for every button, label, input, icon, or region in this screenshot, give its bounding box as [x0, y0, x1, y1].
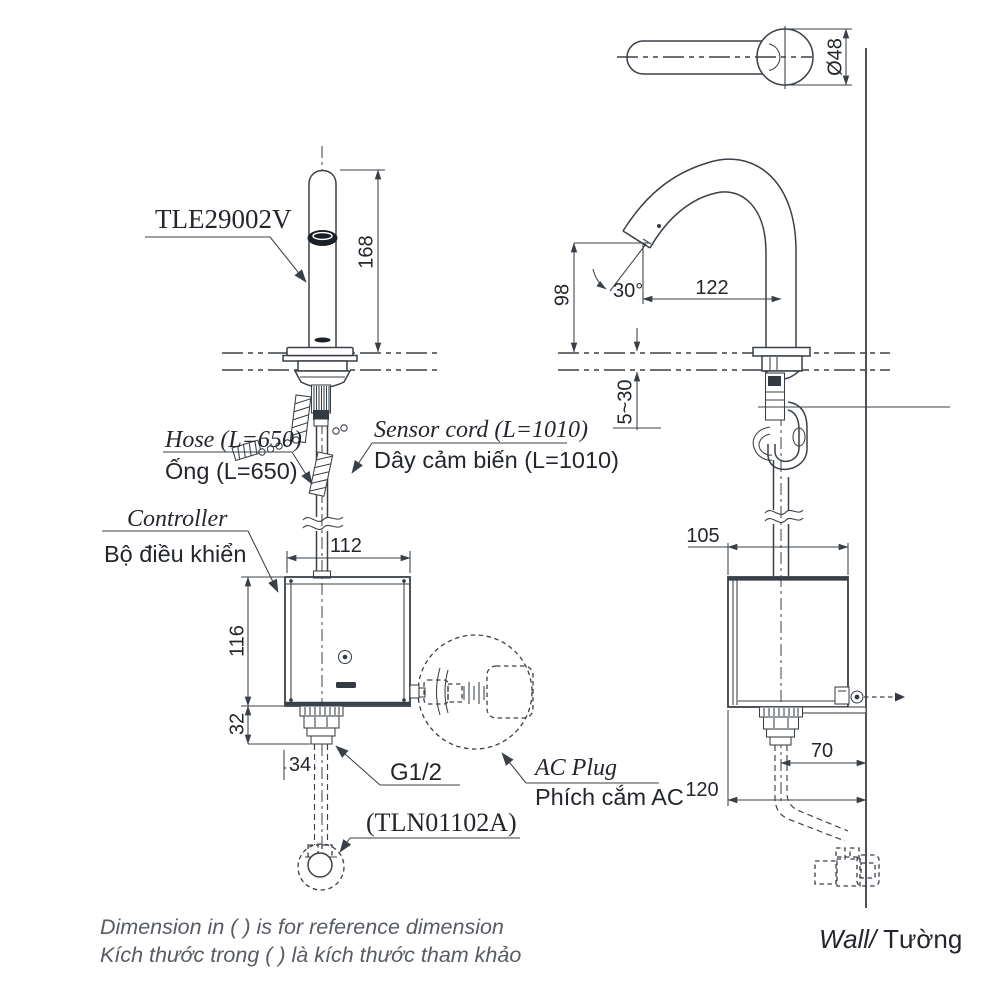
label-hose: Hose (L=650) Ống (L=650): [163, 427, 313, 485]
deck-fixture-side: [752, 346, 811, 471]
label-thread: G1/2: [335, 745, 460, 786]
hose-label-en: Hose (L=650): [164, 427, 302, 453]
ac-plug-label-en: AC Plug: [533, 755, 617, 781]
svg-text:Wall/ Tường: Wall/ Tường: [819, 924, 962, 954]
callouts: TLE29002V Hose (L=650) Ống (L=650) Senso…: [100, 204, 962, 967]
dimension-32: 32: [226, 705, 310, 745]
label-wall: Wall/ Tường: [819, 924, 962, 954]
brand-mark: [336, 682, 356, 688]
faucet-body-front: [307, 169, 338, 353]
aerator-mark: [314, 337, 331, 343]
dim-70-text: 70: [811, 740, 833, 762]
sensor-cord-assembly: [231, 394, 348, 497]
dimension-34: 34: [283, 750, 317, 780]
label-product: TLE29002V: [145, 204, 307, 283]
inlet-fitting-side: [758, 706, 804, 746]
dim-48-text: Ø48: [824, 38, 846, 76]
wall-label-en: Wall/: [819, 924, 879, 954]
dimension-168: 168: [340, 169, 385, 353]
label-valve: (TLN01102A): [339, 808, 520, 853]
label-ac-plug: AC Plug Phích cắm AC: [501, 752, 684, 810]
dim-98-text: 98: [551, 284, 573, 306]
plug-body: [486, 665, 534, 719]
dimension-30deg: 30°: [592, 243, 647, 302]
dim-34-text: 34: [289, 754, 311, 776]
hose-label-vi: Ống (L=650): [165, 457, 298, 484]
ac-plug-detail: [409, 634, 534, 750]
dimension-105: 105: [686, 525, 849, 575]
dimension-120: 120: [685, 710, 867, 806]
clamp-left: [752, 426, 773, 461]
cord-ribs: [463, 682, 485, 704]
dim-120-text: 120: [685, 779, 718, 801]
wall-label-vi: Tường: [876, 924, 962, 954]
valve-code-text: (TLN01102A): [366, 808, 517, 837]
top-view: [617, 26, 814, 89]
hose-side: [764, 460, 804, 576]
supply-pipe-side: [774, 745, 880, 887]
gooseneck-spout: [622, 158, 797, 352]
dim-32-text: 32: [226, 713, 248, 735]
sensor-cord-label-vi: Dây cảm biến (L=1010): [374, 447, 619, 473]
pipe-break: [302, 516, 344, 522]
ac-plug-label-vi: Phích cắm AC: [535, 784, 684, 810]
dim-105-text: 105: [686, 525, 719, 547]
dimension-diameter-48: Ø48: [790, 28, 852, 86]
deck-fixture-front: [282, 346, 358, 427]
dimension-112: 112: [286, 535, 411, 573]
dimensions: 168 112 116 32 34 Ø48: [226, 28, 950, 806]
note-en: Dimension in ( ) is for reference dimens…: [100, 915, 504, 939]
thread-hatch: [313, 386, 330, 412]
product-code-text: TLE29002V: [155, 204, 292, 234]
clamp-right: [792, 427, 806, 447]
stop-valve-reference: [297, 843, 345, 891]
hose-loop-inner: [774, 409, 800, 462]
dim-5-30-text: 5~30: [614, 379, 636, 424]
controller-box-side: [727, 576, 905, 714]
supply-pipe-front: [297, 744, 345, 891]
dim-112-text: 112: [330, 535, 362, 557]
side-view: [558, 26, 905, 908]
dimension-116: 116: [226, 576, 284, 707]
dimension-5-30: 5~30: [613, 328, 661, 430]
note-vi: Kích thước trong ( ) là kích thước tham …: [100, 943, 521, 967]
inlet-fitting-front: [299, 705, 344, 745]
dim-122-text: 122: [695, 277, 728, 299]
dim-168-text: 168: [355, 235, 377, 268]
controller-label-vi: Bộ điều khiển: [104, 541, 246, 567]
controller-box-front: [284, 576, 411, 707]
dimension-70: 70: [780, 740, 867, 767]
dimension-98: 98: [551, 242, 649, 353]
label-sensor-cord: Sensor cord (L=1010) Dây cảm biến (L=101…: [351, 417, 619, 474]
dim-30-text: 30°: [613, 280, 643, 302]
dimension-122: 122: [642, 243, 782, 304]
front-view: [222, 146, 534, 891]
controller-label-en: Controller: [127, 506, 228, 532]
footer-notes: Dimension in ( ) is for reference dimens…: [100, 915, 521, 967]
label-controller: Controller Bộ điều khiển: [102, 506, 279, 593]
sensor-cord-label-en: Sensor cord (L=1010): [374, 417, 588, 443]
thread-label-text: G1/2: [390, 759, 442, 786]
dim-116-text: 116: [226, 625, 248, 657]
